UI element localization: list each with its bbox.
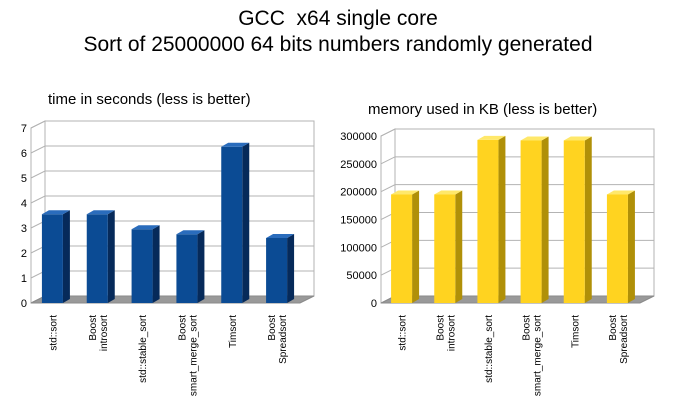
bar-front [41,214,63,303]
bar-top [86,210,115,215]
bar [221,142,250,303]
bar-top [606,190,635,195]
bar [563,136,592,303]
bar-side [627,190,635,303]
x-tick-label: Boostsmart_merge_sort [177,315,199,396]
bar-front [266,238,288,303]
bar-side [62,210,70,303]
x-tick-label: Timsort [570,315,581,348]
y-tick-label: 1 [21,273,27,285]
y-tick-label: 150000 [340,215,377,227]
bar-top [563,136,592,141]
bar [266,234,295,303]
y-tick-label: 4 [21,198,27,210]
bar [86,210,115,303]
x-tick-label: std::sort [398,315,409,351]
x-tick-label: Boostintrosort [435,315,457,351]
bar [434,190,463,303]
y-tick-label: 0 [371,298,377,310]
bar-side [287,234,295,303]
bar-top [41,210,70,215]
bar-front [86,214,108,303]
x-tick-label: Timsort [228,315,239,348]
bar-side [152,225,160,303]
y-tick-label: 50000 [346,270,377,282]
bar-top [131,225,160,230]
bar [391,190,420,303]
bar-side [541,136,549,303]
bar-front [520,140,542,303]
bar-front [563,140,585,303]
bar-front [131,229,153,303]
bar-front [221,146,243,303]
bar-front [176,234,198,303]
x-tick-label: BoostSpreadsort [608,315,630,364]
gridline [30,120,314,129]
y-tick-label: 5 [21,173,27,185]
y-tick-label: 100000 [340,242,377,254]
bar-side [197,230,205,303]
bar [131,225,160,303]
x-tick-label: Boostintrosort [88,315,110,351]
bar-front [606,194,628,303]
bar-side [412,190,420,303]
bar-side [584,136,592,303]
bar [477,135,506,303]
chart-2-title: memory used in KB (less is better) [368,101,598,118]
bar-top [520,136,549,141]
y-tick-label: 250000 [340,159,377,171]
bar-side [455,190,463,303]
bar-side [498,135,506,303]
x-tick-label: BoostSpreadsort [267,315,289,364]
bar-front [391,194,413,303]
chart-1-title: time in seconds (less is better) [48,91,251,108]
y-tick-label: 0 [21,298,27,310]
y-tick-label: 300000 [340,131,377,143]
bar-top [266,234,295,238]
bar-top [391,190,420,195]
bar [606,190,635,303]
bar [176,230,205,303]
bar-top [221,142,250,147]
y-tick-label: 6 [21,148,27,160]
page-title-line-1: GCC x64 single core [238,7,438,30]
bar-top [176,230,205,235]
page-title-line-2: Sort of 25000000 64 bits numbers randoml… [83,33,593,56]
bar-front [477,139,499,303]
bar-top [477,135,506,140]
bar-front [434,194,456,303]
y-tick-label: 200000 [340,187,377,199]
bar [41,210,70,303]
gridline [380,128,654,137]
y-tick-label: 2 [21,248,27,260]
x-tick-label: Boostsmart_merge_sort [522,315,544,396]
bar [520,136,549,303]
bar-side [107,210,115,303]
bar-top [434,190,463,195]
y-tick-label: 3 [21,223,27,235]
x-tick-label: std::stable_sort [138,315,149,383]
bar-side [242,142,250,303]
x-tick-label: std::sort [48,315,59,351]
y-tick-label: 7 [21,123,27,135]
x-tick-label: std::stable_sort [484,315,495,383]
